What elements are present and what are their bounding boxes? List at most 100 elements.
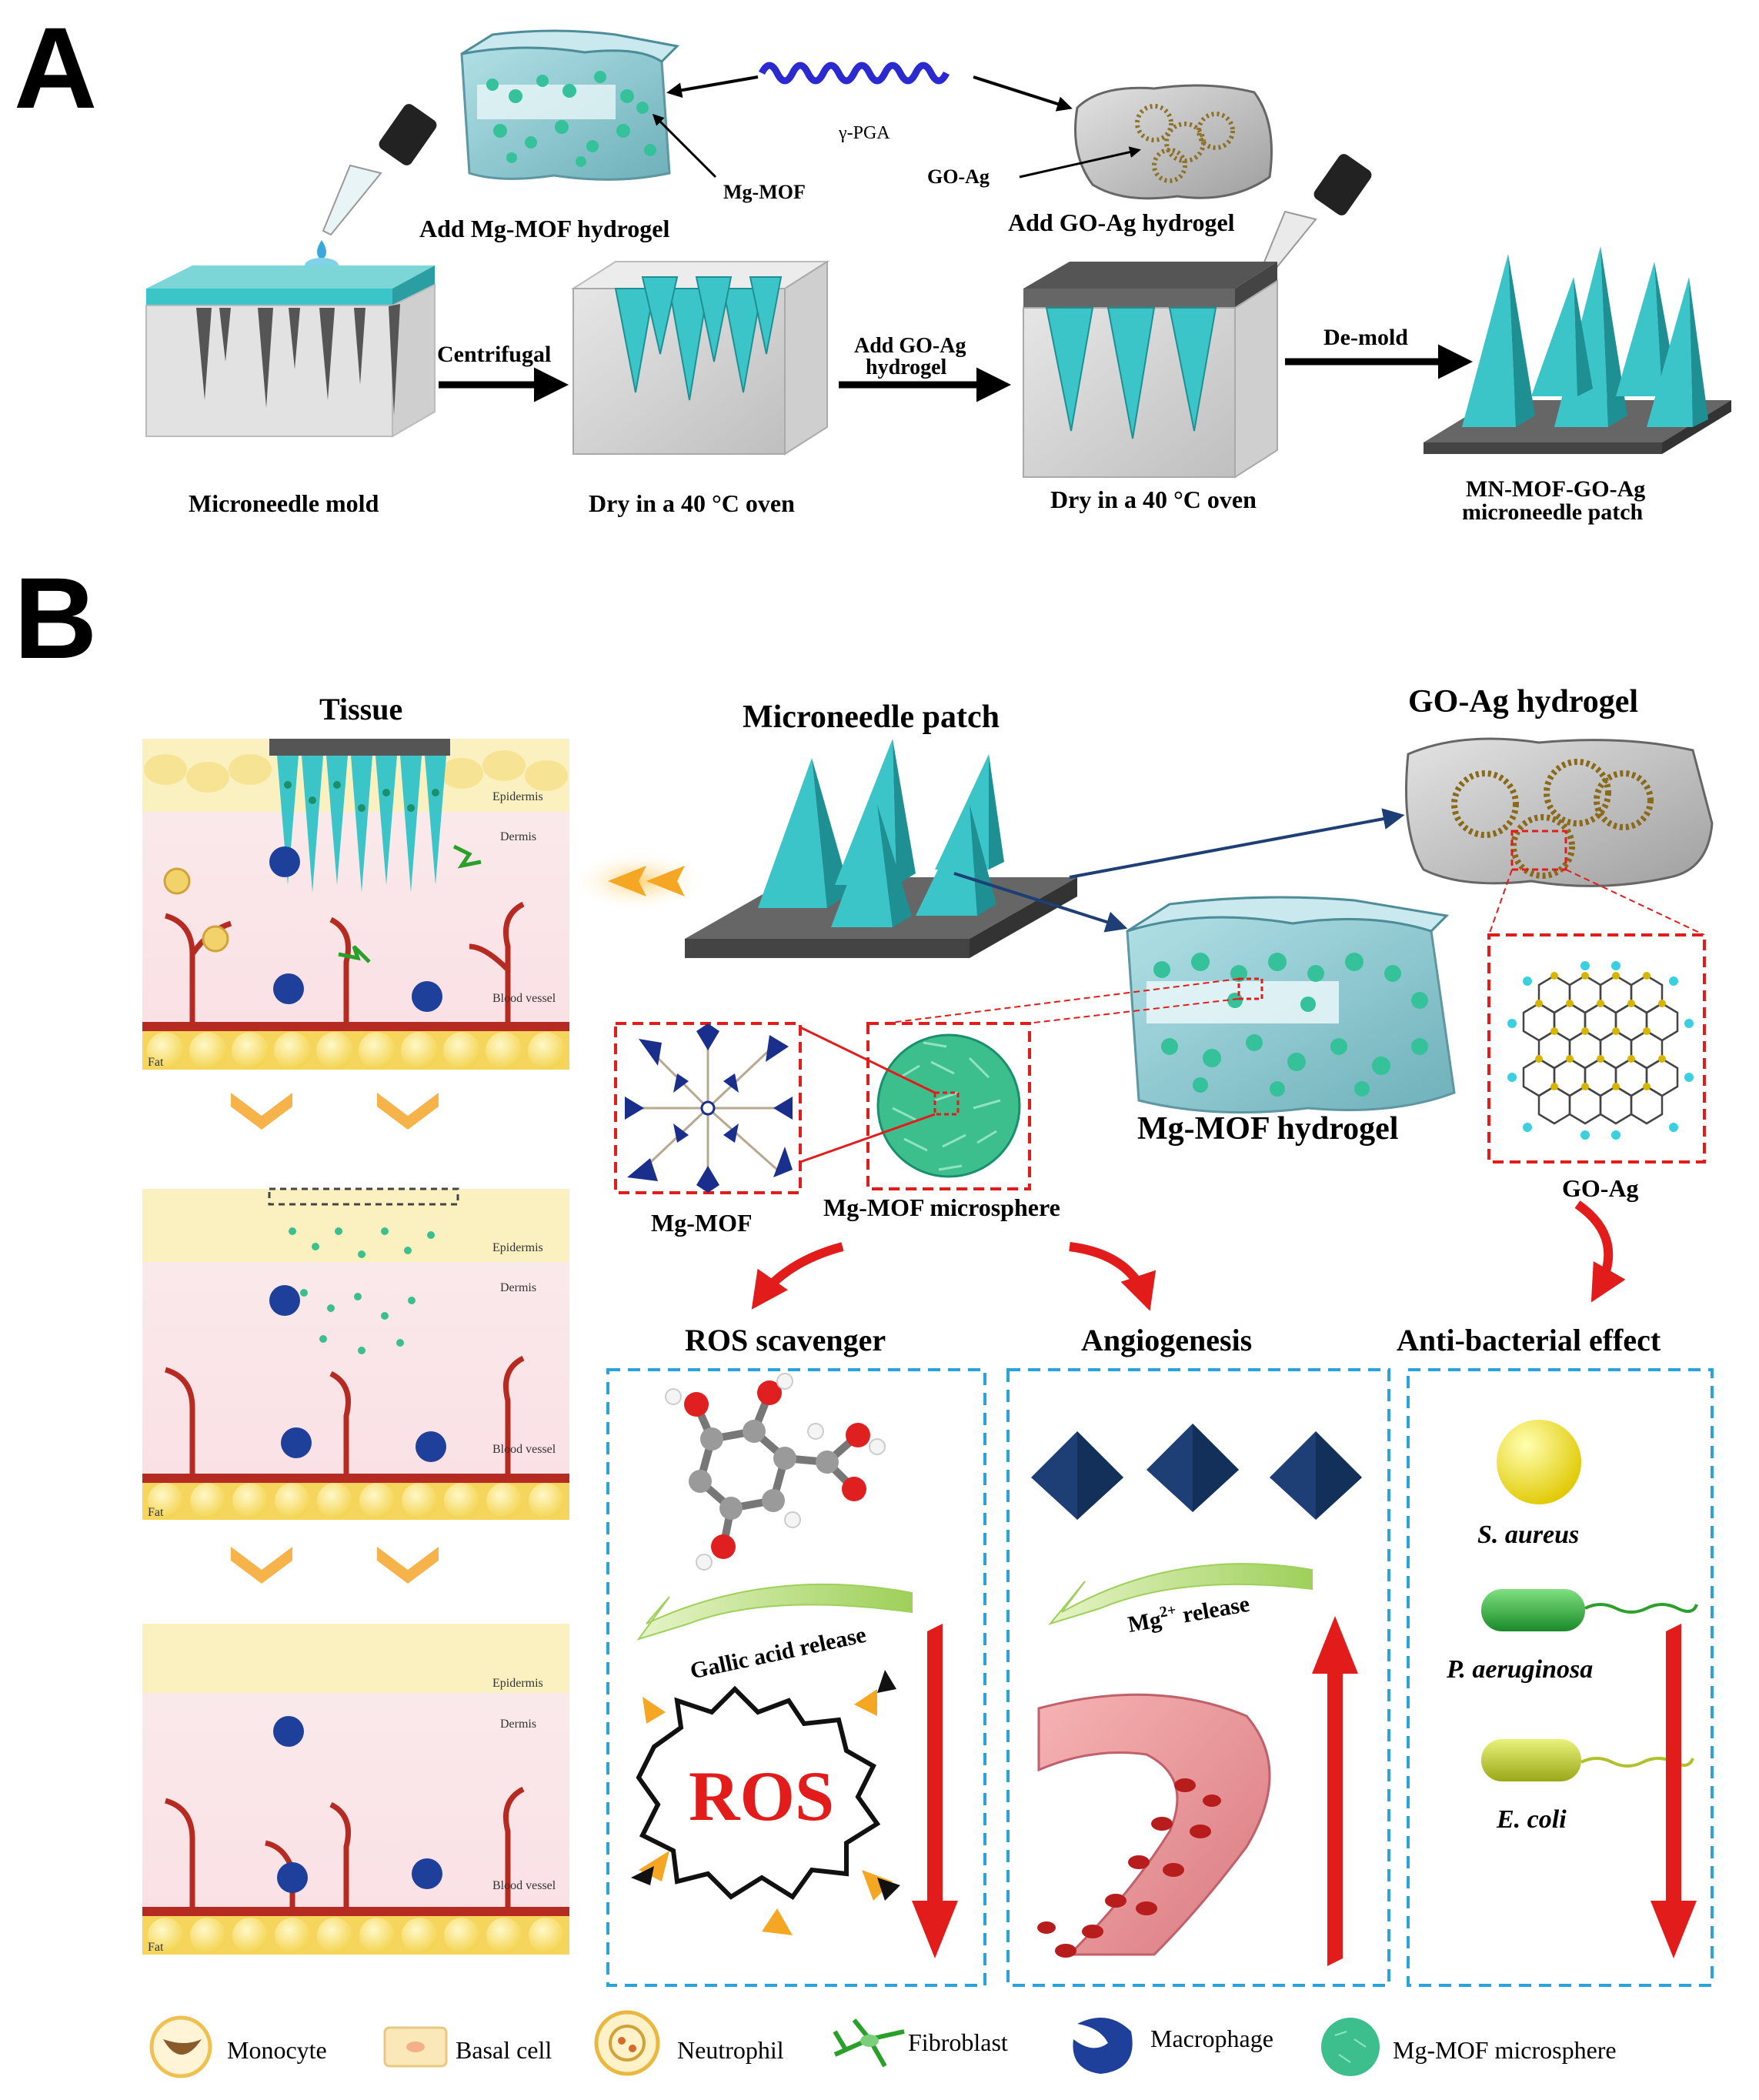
arrow-pga-to-mgmof — [666, 75, 759, 98]
layer-dermis-1: Dermis — [500, 830, 536, 843]
zoom-line-goag-right — [1565, 869, 1705, 936]
add-mg-mof-hydrogel-label: Add Mg-MOF hydrogel — [419, 215, 669, 242]
layer-dermis-2: Dermis — [500, 1281, 536, 1294]
legend-fibroblast-label: Fibroblast — [908, 2028, 1008, 2056]
zoom-line-mof-top — [799, 1026, 936, 1094]
legend-monocyte-label: Monocyte — [227, 2036, 327, 2064]
angio-up-arrow — [1312, 1616, 1358, 1966]
ros-scavenger-title: ROS scavenger — [685, 1323, 886, 1357]
legend-neutrophil-icon — [594, 2010, 660, 2076]
layer-fat-3: Fat — [148, 1941, 164, 1954]
blood-vessel-icon — [1037, 1693, 1271, 1958]
arrow-to-antibacterial — [1574, 1200, 1626, 1303]
dry1-caption: Dry in a 40 °C oven — [589, 489, 795, 517]
microneedle-patch-title: Microneedle patch — [743, 699, 1000, 735]
tissue-panel-2 — [142, 1187, 569, 1520]
step-add-go-ag-line1: Add GO-Ag — [854, 334, 966, 358]
go-ag-pointer — [1019, 146, 1141, 179]
s-aureus-label: S. aureus — [1477, 1521, 1579, 1549]
mold-caption: Microneedle mold — [189, 489, 379, 517]
add-go-ag-hydrogel-label: Add GO-Ag hydrogel — [1008, 209, 1235, 236]
ros-down-arrow — [912, 1624, 958, 1958]
zoom-line-microsphere-bottom — [1026, 998, 1240, 1024]
go-ag-hydrogel-title: GO-Ag hydrogel — [1408, 684, 1638, 719]
layer-epidermis-2: Epidermis — [492, 1241, 543, 1254]
p-aeruginosa-icon — [1481, 1589, 1698, 1631]
mg-mof-hydrogel-block-b — [1126, 896, 1456, 1114]
microsphere-zoom-frame — [866, 1022, 1031, 1190]
step-centrifugal-label: Centrifugal — [437, 342, 551, 367]
arrow-pga-to-goag — [973, 75, 1073, 112]
mg-pyramid-icons — [1031, 1424, 1362, 1520]
mg-mof-label-b: Mg-MOF — [651, 1209, 753, 1237]
tissue-title: Tissue — [319, 692, 402, 726]
layer-fat-1: Fat — [148, 1056, 164, 1069]
down-chevrons-2 — [231, 1547, 439, 1584]
legend-macrophage-icon — [1073, 2018, 1133, 2074]
panel-b-letter: B — [14, 553, 97, 683]
layer-blood-vessel-3: Blood vessel — [492, 1879, 556, 1892]
mn-patch-b — [685, 739, 1077, 958]
layer-blood-vessel-2: Blood vessel — [492, 1443, 556, 1456]
tissue-panel-1 — [142, 739, 569, 1070]
layer-dermis-3: Dermis — [500, 1718, 536, 1731]
mg-mof-pointer — [652, 113, 717, 179]
go-ag-label-a: GO-Ag — [927, 165, 990, 188]
arrow-to-ros — [751, 1242, 844, 1310]
go-ag-lattice-zoom — [1487, 933, 1706, 1164]
e-coli-label: E. coli — [1496, 1805, 1567, 1834]
legend-fibroblast-icon — [833, 2018, 905, 2068]
arrow-patch-to-mgmof — [953, 872, 1128, 933]
go-ag-hydrogel-block-a — [1074, 84, 1273, 200]
go-ag-label-b: GO-Ag — [1562, 1174, 1639, 1202]
patch-caption-line1: MN-MOF-GO-Ag — [1466, 476, 1645, 502]
layer-epidermis-1: Epidermis — [492, 790, 543, 803]
layer-blood-vessel-1: Blood vessel — [492, 992, 556, 1005]
mg-mof-microsphere-label: Mg-MOF microsphere — [823, 1194, 1060, 1221]
arrow-to-angio — [1069, 1242, 1157, 1311]
antibacterial-down-arrow — [1651, 1624, 1697, 1958]
dry2-caption: Dry in a 40 °C oven — [1050, 486, 1257, 513]
step-add-go-ag-line2: hydrogel — [866, 356, 946, 379]
mn-patch-a — [1424, 246, 1731, 454]
e-coli-icon — [1481, 1739, 1694, 1781]
step-demold-label: De-mold — [1323, 325, 1408, 350]
zoom-line-mof-bottom — [799, 1113, 936, 1164]
arrow-patch-to-goag — [1069, 808, 1405, 879]
antibacterial-title: Anti-bacterial effect — [1397, 1323, 1661, 1357]
go-ag-hydrogel-block-b — [1405, 737, 1714, 887]
dry-box-1 — [570, 260, 830, 456]
layer-fat-2: Fat — [148, 1506, 164, 1519]
mg-mof-hydrogel-title: Mg-MOF hydrogel — [1137, 1111, 1398, 1147]
antibacterial-box — [1407, 1368, 1714, 1987]
s-aureus-icon — [1497, 1420, 1581, 1504]
mg-release-arc — [1048, 1563, 1313, 1625]
gallic-acid-release-label: Gallic acid release — [688, 1622, 869, 1684]
gallic-release-arc — [636, 1583, 913, 1641]
legend-macrophage-label: Macrophage — [1150, 2025, 1273, 2052]
legend-monocyte-icon — [149, 2015, 212, 2078]
p-aeruginosa-label: P. aeruginosa — [1446, 1655, 1593, 1684]
mg-release-label: Mg2+ release — [1126, 1589, 1252, 1638]
down-chevrons-1 — [231, 1093, 439, 1130]
patch-caption-line2: microneedle patch — [1462, 499, 1644, 525]
panel-a-letter: A — [14, 3, 97, 132]
legend-basal-cell-icon — [383, 2026, 448, 2068]
angiogenesis-title: Angiogenesis — [1081, 1323, 1252, 1357]
legend-neutrophil-label: Neutrophil — [677, 2036, 784, 2064]
gamma-pga-chain — [758, 62, 950, 85]
dropper-left-icon — [305, 104, 437, 273]
microneedle-mold — [145, 265, 436, 438]
legend-basal-cell-label: Basal cell — [456, 2036, 552, 2064]
zoom-line-goag-left — [1488, 869, 1513, 936]
legend-mg-mof-microsphere-icon — [1321, 2018, 1380, 2076]
legend-mg-mof-microsphere-label: Mg-MOF microsphere — [1393, 2036, 1617, 2064]
gallic-acid-molecule-icon — [665, 1373, 886, 1571]
dry-box-2 — [1023, 262, 1278, 479]
tissue-panel-3 — [142, 1624, 569, 1955]
angio-box — [1006, 1368, 1390, 1987]
ros-burst-icon — [631, 1670, 900, 1935]
mg-mof-hydrogel-block-a — [460, 29, 680, 181]
mg-mof-label-a: Mg-MOF — [723, 181, 806, 203]
mg-mof-structure-icon — [625, 1023, 793, 1193]
